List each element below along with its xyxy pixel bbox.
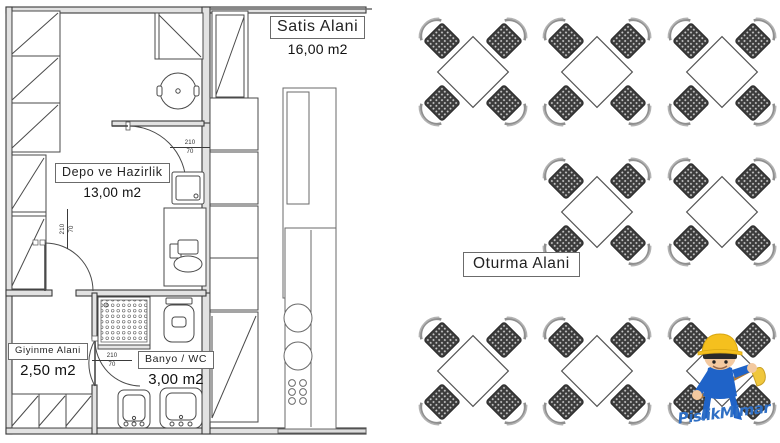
- lavatory-sink-left: [117, 389, 151, 429]
- room-name: Satis Alani: [270, 16, 366, 39]
- room-name: Oturma Alani: [463, 252, 580, 277]
- room-area: 13,00 m2: [83, 184, 142, 200]
- shelving-unit-upper: [11, 10, 61, 153]
- room-name: Depo ve Hazirlik: [55, 163, 170, 183]
- table-group: [662, 152, 780, 272]
- room-label-banyo: Banyo / WC 3,00 m2: [138, 350, 215, 388]
- room-area: 2,50 m2: [20, 361, 76, 379]
- room-area: 16,00 m2: [287, 41, 348, 57]
- seating-area: [413, 12, 780, 431]
- dimension-rule: [92, 360, 132, 362]
- door-width: 70: [108, 362, 116, 369]
- table-group: [662, 12, 780, 132]
- room-label-giyinme: Giyinme Alani 2,50 m2: [8, 341, 88, 378]
- table-group: [413, 12, 533, 132]
- door-width: 70: [186, 149, 194, 156]
- room-label-depo: Depo ve Hazirlik 13,00 m2: [55, 163, 170, 199]
- table-group: [662, 311, 780, 431]
- dimension-rule: [170, 147, 210, 149]
- door-dimension-banyo: 210 70: [92, 353, 132, 369]
- prep-sink: [171, 171, 205, 205]
- door-height: 210: [60, 223, 66, 235]
- room-label-oturma: Oturma Alani: [463, 252, 580, 277]
- room-area: 3,00 m2: [148, 370, 204, 388]
- wall-cabinet: [154, 12, 204, 60]
- door-dimension-giyinme: 210 70: [60, 209, 76, 249]
- room-name: Giyinme Alani: [8, 343, 88, 360]
- door-height: 210: [106, 353, 118, 359]
- shelving-unit-lower: [11, 154, 47, 290]
- display-unit: [277, 227, 367, 434]
- shower-tray: [97, 296, 151, 350]
- table-group: [413, 311, 533, 431]
- glazed-door: [211, 10, 253, 107]
- room-label-satis: Satis Alani 16,00 m2: [270, 16, 366, 57]
- table-group: [537, 311, 657, 431]
- wc-toilet-depo: [163, 207, 207, 287]
- right-casework: [209, 97, 259, 423]
- door-dimension-depo: 210 70: [170, 140, 210, 156]
- door-width: 70: [69, 225, 76, 233]
- base-cabinets: [11, 393, 93, 429]
- wc-toilet-banyo: [163, 297, 195, 343]
- door-height: 210: [184, 140, 196, 146]
- room-name: Banyo / WC: [138, 351, 215, 369]
- cooktop-burners: [288, 379, 307, 405]
- table-group: [537, 12, 657, 132]
- lavatory-sink-right: [159, 387, 203, 429]
- door-giyinme: [32, 239, 94, 292]
- dimension-rule: [67, 209, 69, 249]
- round-table: [156, 72, 200, 110]
